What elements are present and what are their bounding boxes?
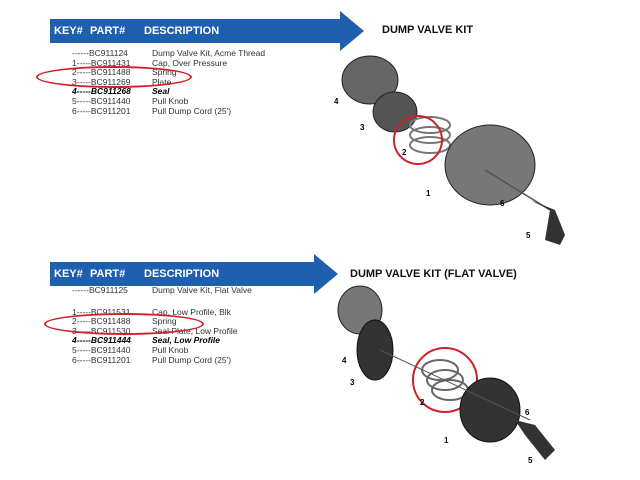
spring-part bbox=[409, 116, 451, 154]
pull-knob-part bbox=[530, 200, 565, 245]
svg-text:3: 3 bbox=[350, 378, 355, 387]
cap-part bbox=[459, 377, 521, 443]
svg-text:1: 1 bbox=[426, 189, 431, 198]
kit2-exploded-diagram: 4 3 2 1 6 5 bbox=[337, 285, 555, 465]
svg-text:4: 4 bbox=[334, 97, 339, 106]
kit1-title: DUMP VALVE KIT bbox=[382, 24, 474, 36]
kit1-exploded-diagram: 4 3 2 1 6 5 bbox=[334, 55, 565, 245]
header-arrow bbox=[314, 254, 338, 294]
spring-highlight bbox=[44, 313, 204, 335]
header-arrow bbox=[340, 11, 364, 51]
desc-header: DESCRIPTION bbox=[144, 268, 220, 280]
pull-knob-part bbox=[515, 420, 555, 460]
spring-highlight bbox=[36, 66, 192, 88]
part-header: PART# bbox=[90, 25, 126, 37]
seal-plate-part bbox=[356, 319, 394, 381]
svg-text:5: 5 bbox=[526, 231, 531, 240]
svg-text:2: 2 bbox=[402, 148, 407, 157]
kit2-header-bar: KEY# PART# DESCRIPTION bbox=[50, 262, 316, 286]
kit2-title: DUMP VALVE KIT (FLAT VALVE) bbox=[350, 268, 517, 280]
key-header: KEY# bbox=[54, 25, 83, 37]
svg-text:3: 3 bbox=[360, 123, 365, 132]
svg-text:1: 1 bbox=[444, 436, 449, 445]
svg-text:5: 5 bbox=[528, 456, 533, 465]
svg-text:6: 6 bbox=[525, 408, 530, 417]
svg-text:2: 2 bbox=[420, 398, 425, 407]
desc-header: DESCRIPTION bbox=[144, 25, 220, 37]
part-header: PART# bbox=[90, 268, 126, 280]
svg-text:6: 6 bbox=[500, 199, 505, 208]
svg-text:4: 4 bbox=[342, 356, 347, 365]
cap-part bbox=[444, 124, 536, 206]
key-header: KEY# bbox=[54, 268, 83, 280]
kit1-header-bar: KEY# PART# DESCRIPTION bbox=[50, 19, 342, 43]
seal-part bbox=[341, 55, 399, 105]
